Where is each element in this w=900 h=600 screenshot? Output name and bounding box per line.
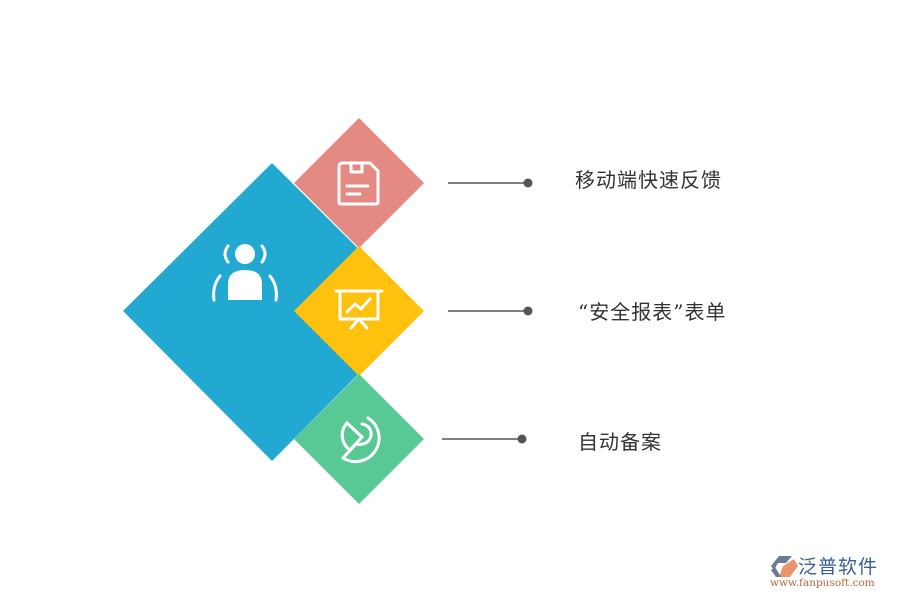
item-node-3 [294, 374, 424, 504]
item-label-1: 移动端快速反馈 [575, 168, 722, 192]
item-diamond-2 [294, 246, 424, 376]
logo-mark-icon [771, 556, 798, 577]
floppy-disk-icon [337, 161, 380, 206]
pie-chart-icon [340, 416, 381, 464]
item-label-2: “安全报表”表单 [578, 300, 727, 324]
item-node-1 [294, 118, 424, 248]
connector-1 [448, 178, 533, 188]
presentation-chart-icon [334, 289, 384, 330]
watermark-url: www.fanpusoft.com [770, 577, 875, 589]
item-diamond-1 [294, 118, 424, 248]
item-node-2 [294, 246, 424, 376]
connector-2 [448, 306, 533, 316]
item-label-3: 自动备案 [578, 430, 662, 454]
person-broadcast-icon [212, 244, 278, 302]
center-node [123, 163, 421, 461]
watermark-name: 泛普软件 [798, 556, 879, 578]
center-diamond [123, 163, 421, 461]
watermark-logo: 泛普软件 www.fanpusoft.com [768, 552, 898, 596]
connector-3 [442, 434, 527, 444]
